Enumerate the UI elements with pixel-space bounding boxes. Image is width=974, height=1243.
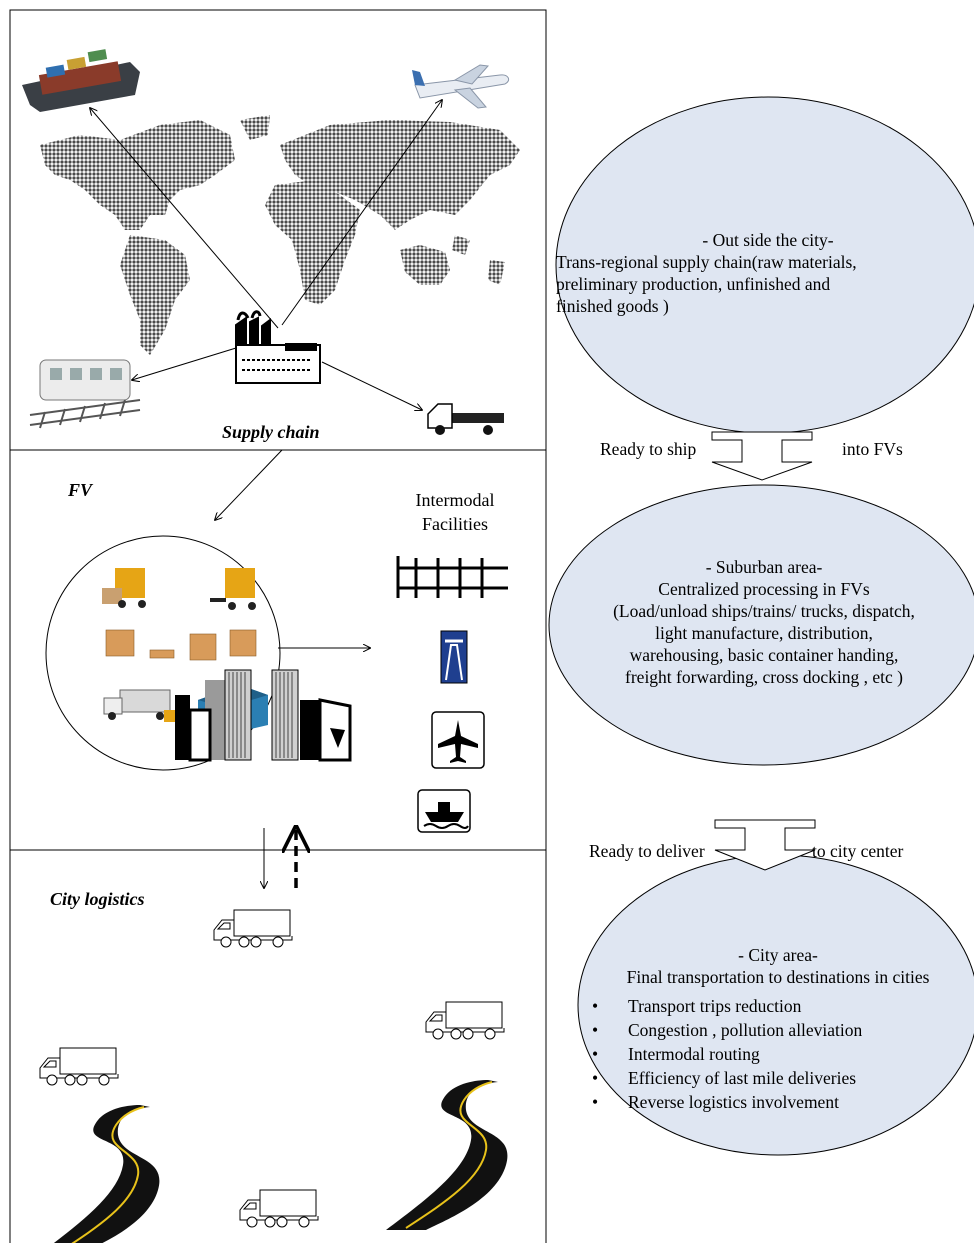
suburban-line-5: warehousing, basic container handing,	[629, 645, 899, 665]
outside-line-1: - Out side the city-	[702, 230, 834, 250]
city-logistics-panel	[9, 849, 547, 1243]
truck-icon	[39, 1047, 119, 1086]
delivery-truck-image	[427, 403, 504, 435]
suburban-line-4: light manufacture, distribution,	[655, 623, 873, 643]
truck-icon	[425, 1001, 505, 1040]
highway-sign-icon	[440, 630, 468, 684]
fv-title: FV	[68, 480, 93, 500]
ready-to-ship-label: Ready to ship	[600, 439, 697, 459]
pallets-image	[105, 629, 257, 661]
flow-arrow-ship	[711, 431, 813, 481]
outside-line-3: preliminary production, unfinished and	[556, 274, 831, 294]
supply-chain-title: Supply chain	[222, 422, 320, 442]
city-area-text: - City area- Final transportation to des…	[582, 944, 974, 988]
airplane-image	[412, 64, 510, 109]
winding-road-image	[37, 1104, 161, 1243]
world-map	[40, 115, 520, 355]
suburban-line-3: (Load/unload ships/trains/ trucks, dispa…	[613, 601, 915, 621]
list-item: Congestion , pollution alleviation	[586, 1018, 862, 1042]
outside-line-2: Trans-regional supply chain(raw material…	[556, 252, 857, 272]
outside-line-4: finished goods )	[556, 296, 669, 316]
suburban-line-2: Centralized processing in FVs	[658, 579, 870, 599]
list-item: Intermodal routing	[586, 1042, 862, 1066]
flow-arrow-deliver	[714, 819, 816, 871]
city-line-2: Final transportation to destinations in …	[626, 967, 930, 987]
forklift-image	[102, 568, 146, 608]
suburban-area-ellipse	[548, 484, 974, 766]
intermodal-facilities-label: Intermodal Facilities	[398, 488, 512, 536]
port-sign-icon	[417, 789, 471, 833]
list-item: Efficiency of last mile deliveries	[586, 1066, 862, 1090]
city-skyline-image	[172, 669, 352, 762]
truck-icon	[239, 1189, 319, 1228]
list-item: Reverse logistics involvement	[586, 1090, 862, 1114]
intermodal-line-2: Facilities	[422, 514, 488, 534]
forklift-image	[210, 568, 256, 610]
city-area-bullets: Transport trips reduction Congestion , p…	[586, 994, 862, 1114]
to-city-center-label: to city center	[812, 841, 904, 861]
suburban-area-text: - Suburban area- Centralized processing …	[554, 556, 974, 688]
city-logistics-title: City logistics	[50, 889, 145, 909]
winding-road-image	[385, 1079, 509, 1231]
intermodal-line-1: Intermodal	[415, 490, 495, 510]
suburban-line-6: freight forwarding, cross docking , etc …	[625, 667, 903, 687]
truck-icon	[213, 909, 293, 948]
ready-to-deliver-label: Ready to deliver	[589, 841, 705, 861]
rail-track-icon	[396, 556, 508, 598]
train-image	[29, 359, 141, 429]
into-fvs-label: into FVs	[842, 439, 903, 459]
list-item: Transport trips reduction	[586, 994, 862, 1018]
truck-loading-image	[103, 689, 178, 722]
outside-city-text: - Out side the city- Trans-regional supp…	[556, 229, 974, 317]
city-line-1: - City area-	[738, 945, 818, 965]
container-ship-image	[22, 49, 140, 112]
factory-image	[235, 310, 321, 384]
airport-sign-icon	[431, 711, 485, 769]
suburban-line-1: - Suburban area-	[705, 557, 823, 577]
